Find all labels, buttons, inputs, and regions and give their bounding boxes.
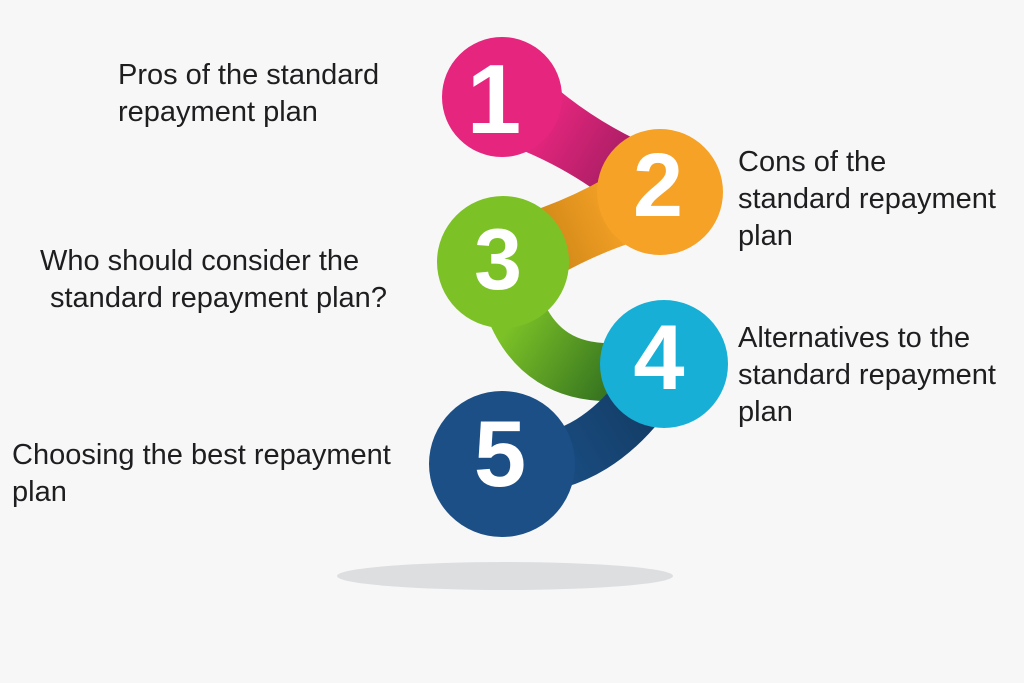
step-number-4: 4 <box>633 307 684 409</box>
label-choosing-line-1: Choosing the best repayment <box>12 439 391 471</box>
label-who-line-2: standard repayment plan? <box>50 282 387 314</box>
label-choosing-best: Choosing the best repayment plan <box>12 437 391 511</box>
step-circle-3 <box>437 196 569 328</box>
label-cons-line-1: Cons of the <box>738 146 887 178</box>
label-alternatives: Alternatives to the standard repayment p… <box>738 320 996 431</box>
label-cons-line-2: standard repayment <box>738 183 996 215</box>
step-number-5: 5 <box>474 401 526 506</box>
label-choosing-line-2: plan <box>12 476 67 508</box>
label-who-line-1: Who should consider the <box>40 245 360 277</box>
label-alternatives-line-1: Alternatives to the <box>738 322 971 354</box>
label-who-should-consider: Who should consider the standard repayme… <box>40 243 387 317</box>
step-number-2: 2 <box>633 136 683 236</box>
label-pros: Pros of the standard repayment plan <box>118 57 379 131</box>
label-pros-line-1: Pros of the standard <box>118 59 380 91</box>
label-cons-line-3: plan <box>738 220 793 252</box>
step-circle-1 <box>442 37 562 157</box>
label-alternatives-line-2: standard repayment <box>738 359 996 391</box>
step-number-1: 1 <box>467 44 522 154</box>
ground-shadow <box>337 562 673 590</box>
step-circle-5 <box>429 391 575 537</box>
step-circle-2 <box>597 129 723 255</box>
step-number-3: 3 <box>474 212 522 308</box>
step-circle-4 <box>600 300 728 428</box>
label-cons: Cons of the standard repayment plan <box>738 144 996 255</box>
label-pros-line-2: repayment plan <box>118 96 318 128</box>
label-alternatives-line-3: plan <box>738 396 793 428</box>
